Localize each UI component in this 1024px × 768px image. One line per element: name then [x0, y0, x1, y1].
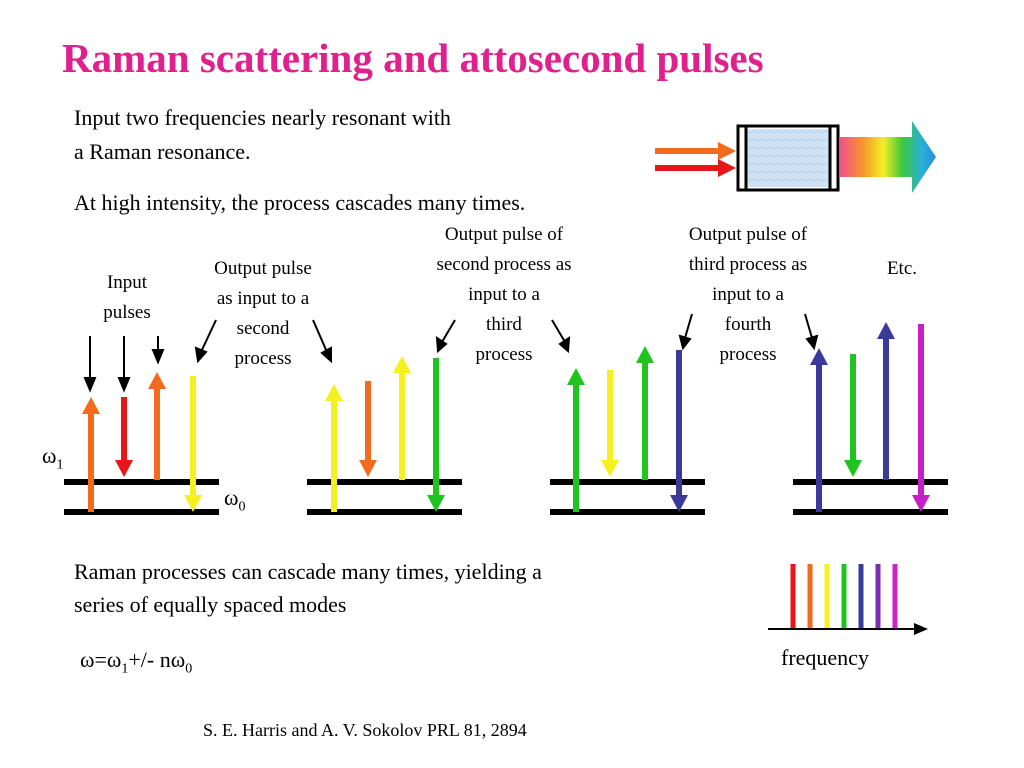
omega0-subscript: 0 — [238, 499, 246, 515]
input-pulses-label: Input pulses — [72, 268, 182, 328]
omega1-subscript: 1 — [56, 457, 64, 473]
input-pulses-label-line: Input — [106, 272, 148, 293]
formula-eq: =ω — [94, 647, 122, 672]
level-omega0-group-2 — [307, 509, 462, 515]
intro-line-1: Input two frequencies nearly resonant wi… — [74, 105, 451, 130]
pointer-arrow — [435, 319, 456, 354]
level-omega1-group-3 — [550, 479, 705, 485]
input-pulses-label-line: pulses — [103, 302, 151, 323]
pointer-arrow — [804, 313, 819, 351]
intro-line-2: a Raman resonance. — [74, 139, 251, 164]
pointer-arrow — [678, 313, 693, 351]
frequency-axis — [768, 623, 928, 635]
output-1-label-line: as input to a — [216, 288, 310, 309]
pointer-arrow — [151, 336, 165, 365]
transition-arrows — [82, 322, 930, 512]
transition-arrow-orange — [148, 372, 166, 480]
output-3-label-line: input to a — [712, 284, 784, 305]
transition-arrow-red — [115, 397, 133, 477]
transition-arrow-green — [844, 354, 862, 477]
level-omega0-group-4 — [793, 509, 948, 515]
transition-arrow-blue — [810, 348, 828, 512]
frequency-spectrum — [768, 564, 928, 635]
pointer-arrow — [194, 319, 217, 364]
output-spectrum-arrow — [840, 121, 936, 193]
setup-illustration — [655, 121, 936, 193]
summary-line-1: Raman processes can cascade many times, … — [74, 559, 542, 584]
pointer-arrow — [83, 336, 97, 393]
output-1-label: Output pulse as input to a second proces… — [188, 254, 338, 374]
frequency-axis-label: frequency — [781, 645, 869, 670]
citation: S. E. Harris and A. V. Sokolov PRL 81, 2… — [203, 720, 527, 740]
output-2-label-line: input to a — [468, 284, 540, 305]
formula: ω=ω1+/- nω0 — [80, 644, 192, 685]
omega1-symbol: ω — [42, 443, 57, 468]
transition-arrow-magenta — [912, 324, 930, 512]
input-beam-red — [655, 159, 736, 177]
formula-mid: +/- nω — [128, 647, 186, 672]
output-3-label-line: Output pulse of — [688, 224, 808, 245]
etc-label: Etc. — [886, 258, 918, 279]
omega0-symbol: ω — [224, 485, 239, 510]
transition-arrow-orange — [359, 381, 377, 477]
level-omega1-group-2 — [307, 479, 462, 485]
output-3-label-line: fourth — [724, 314, 772, 335]
transition-arrow-orange — [82, 397, 100, 512]
omega0-label: ω0 — [224, 482, 245, 523]
level-omega0-group-1 — [64, 509, 219, 515]
cascade-text: At high intensity, the process cascades … — [74, 190, 526, 215]
output-3-label-line: process — [719, 344, 777, 365]
spectral-modes — [790, 564, 898, 628]
output-2-label-line: third — [486, 314, 522, 335]
transition-arrow-blue — [877, 322, 895, 480]
output-3-label-line: third process as — [688, 254, 808, 275]
output-1-label-line: second — [236, 318, 290, 339]
level-omega0-group-3 — [550, 509, 705, 515]
output-2-label-line: Output pulse of — [444, 224, 564, 245]
output-2-label-line: process — [475, 344, 533, 365]
raman-cell — [746, 129, 830, 187]
energy-levels — [64, 479, 948, 515]
pointer-arrow — [551, 319, 571, 354]
transition-arrow-yellow — [601, 370, 619, 477]
pointer-arrows — [83, 313, 819, 393]
omega1-label: ω1 — [42, 440, 63, 481]
raman-cell-frame — [736, 124, 840, 192]
page-title: Raman scattering and attosecond pulses — [62, 35, 764, 81]
formula-sub1: 1 — [121, 661, 129, 677]
output-1-label-line: Output pulse — [214, 258, 312, 279]
pointer-arrow — [312, 319, 332, 364]
formula-omega: ω — [80, 647, 95, 672]
transition-arrow-green — [427, 358, 445, 512]
transition-arrow-yellow — [325, 384, 343, 512]
output-2-label: Output pulse of second process as input … — [404, 220, 604, 370]
output-1-label-line: process — [234, 348, 292, 369]
transition-arrow-yellow — [393, 356, 411, 480]
level-omega1-group-4 — [793, 479, 948, 485]
transition-arrow-green — [636, 346, 654, 480]
transition-arrow-green — [567, 368, 585, 512]
transition-arrow-yellow — [184, 376, 202, 512]
summary-line-2: series of equally spaced modes — [74, 592, 347, 617]
formula-sub0: 0 — [185, 661, 193, 677]
level-omega1-group-1 — [64, 479, 219, 485]
output-2-label-line: second process as — [436, 254, 572, 275]
transition-arrow-blue — [670, 350, 688, 512]
input-beam-orange — [655, 142, 736, 160]
pointer-arrow — [117, 336, 131, 393]
output-3-label: Output pulse of third process as input t… — [658, 220, 838, 370]
